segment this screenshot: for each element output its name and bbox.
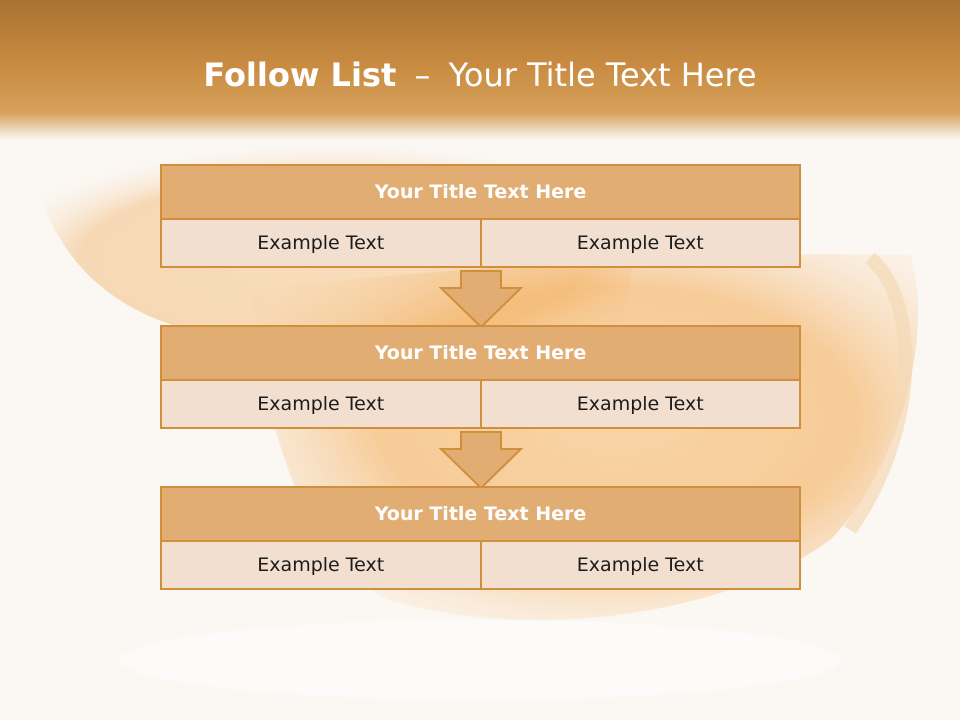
step-title: Your Title Text Here — [160, 164, 801, 220]
step-cell-left: Example Text — [160, 542, 482, 590]
down-arrow-icon — [438, 431, 524, 490]
title-bold-part: Follow List — [203, 56, 397, 94]
step-title: Your Title Text Here — [160, 325, 801, 381]
down-arrow-icon — [438, 270, 524, 329]
step-row: Example Text Example Text — [160, 220, 801, 268]
step-block-3: Your Title Text Here Example Text Exampl… — [160, 486, 801, 590]
step-block-2: Your Title Text Here Example Text Exampl… — [160, 325, 801, 429]
title-separator: – — [414, 56, 431, 94]
step-cell-left: Example Text — [160, 381, 482, 429]
step-row: Example Text Example Text — [160, 381, 801, 429]
step-cell-right: Example Text — [481, 220, 801, 268]
step-block-1: Your Title Text Here Example Text Exampl… — [160, 164, 801, 268]
step-row: Example Text Example Text — [160, 542, 801, 590]
step-cell-right: Example Text — [481, 381, 801, 429]
slide-title: Follow List – Your Title Text Here — [0, 52, 960, 98]
step-cell-left: Example Text — [160, 220, 482, 268]
header-band — [0, 0, 960, 140]
step-cell-right: Example Text — [481, 542, 801, 590]
title-rest: Your Title Text Here — [448, 56, 757, 94]
step-title: Your Title Text Here — [160, 486, 801, 542]
